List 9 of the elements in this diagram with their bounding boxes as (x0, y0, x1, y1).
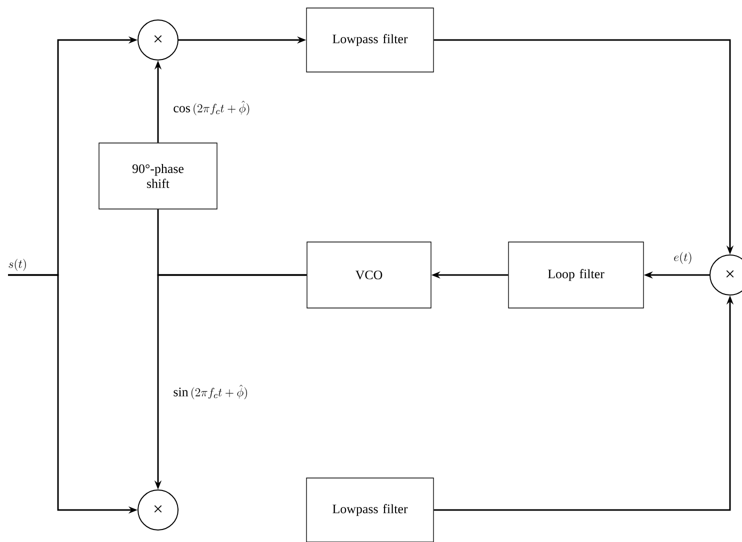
edge-label: $\cos\,(2\pi f_c t+\hat{\phi})$ (172, 100, 252, 116)
edge-label: $\sin\,(2\pi f_c t+\hat{\phi})$ (172, 384, 250, 400)
block-box: Loop filter (508, 242, 644, 308)
signal-label: $s(t)$ (8, 258, 26, 271)
block-box: 90°-phase shift (98, 142, 218, 210)
block-box: Lowpass filter (306, 8, 434, 72)
edge-label: $e(t)$ (672, 251, 694, 265)
block-box: Lowpass filter (306, 478, 434, 542)
block-box: VCO (306, 242, 432, 308)
